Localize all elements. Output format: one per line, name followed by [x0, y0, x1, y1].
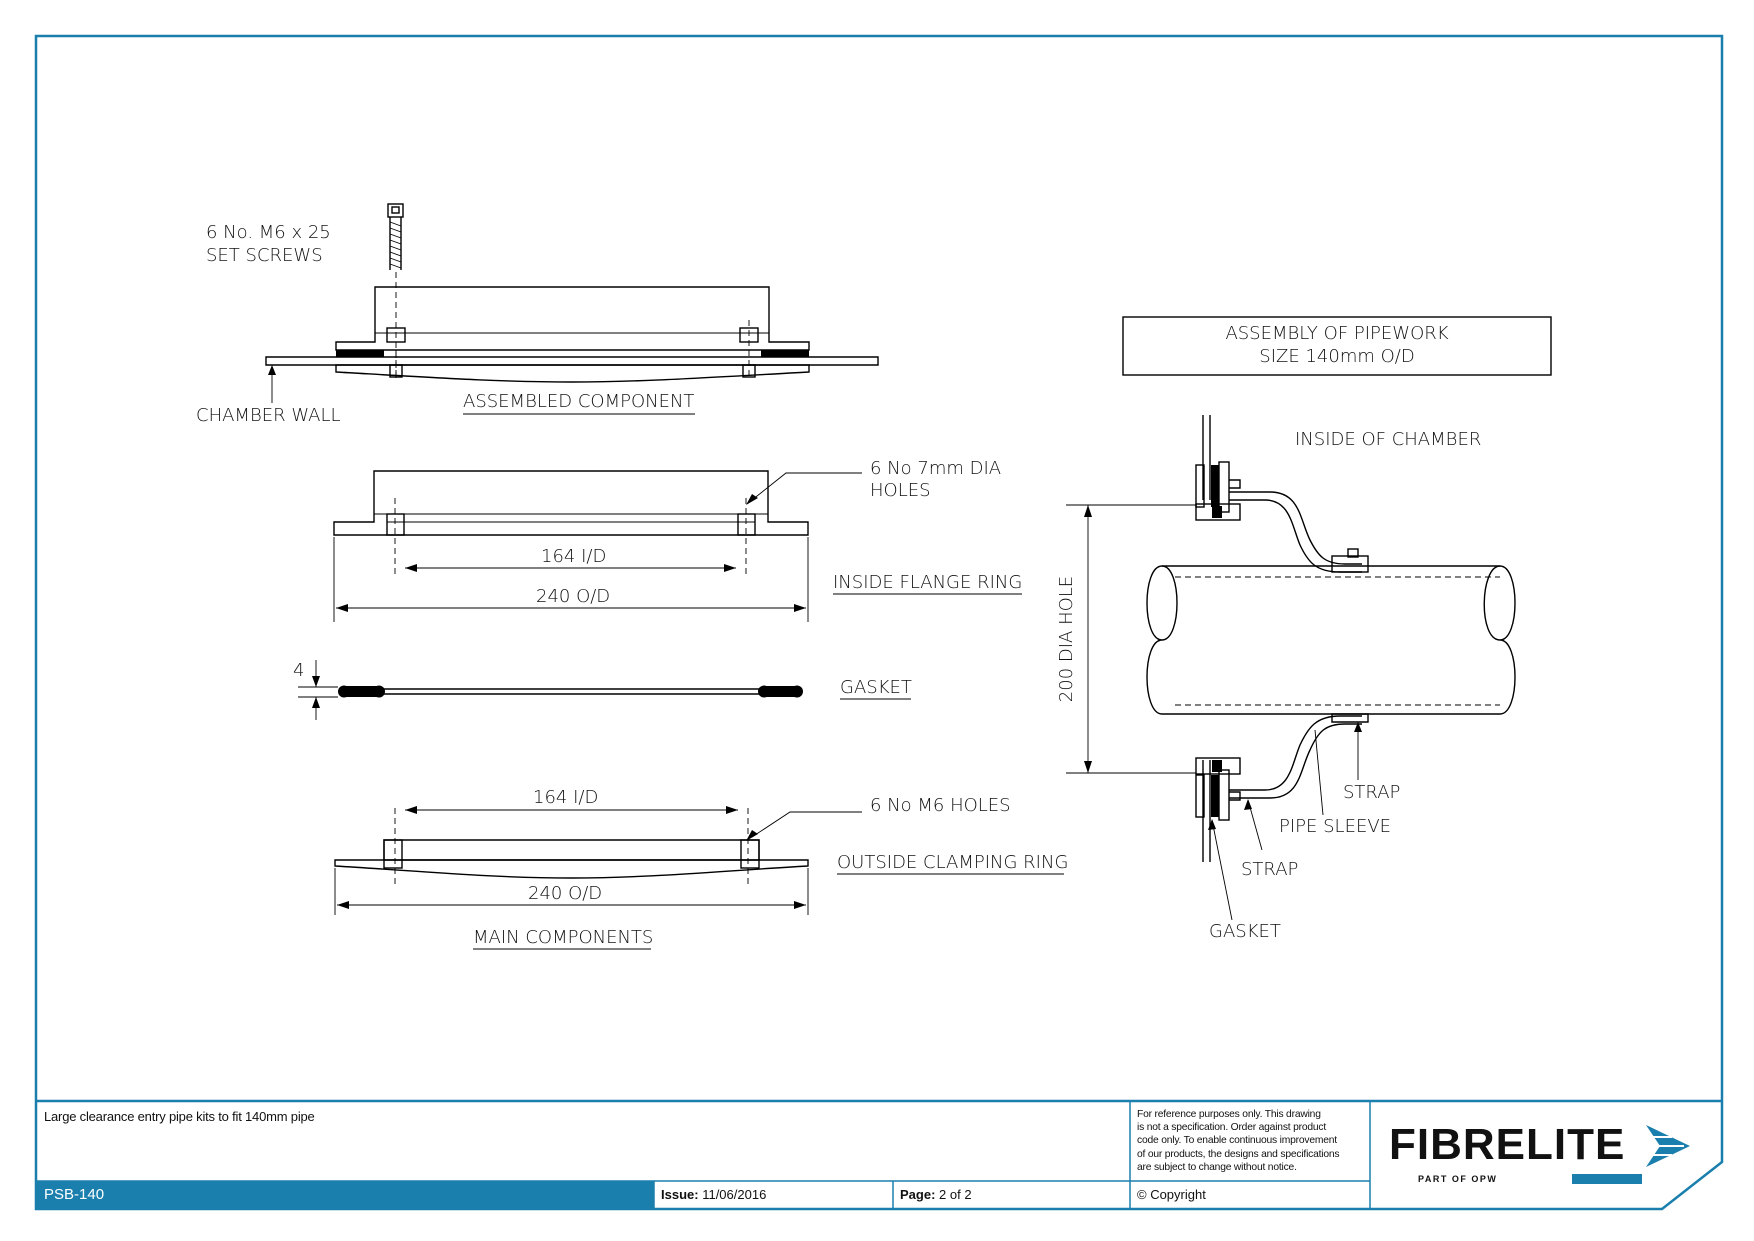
- assembly-title-box: [1122, 316, 1552, 376]
- inside-flange-ring-label: INSIDE FLANGE RING: [833, 572, 1022, 593]
- dimension-164-bottom: [405, 806, 738, 814]
- holes-7mm-arrow: [746, 494, 758, 505]
- holes-7mm-label-2: HOLES: [870, 480, 931, 501]
- holes-m6-label: 6 No M6 HOLES: [870, 795, 1011, 816]
- chamber-wall-label: CHAMBER WALL: [196, 405, 341, 426]
- assembled-component-view: [265, 203, 879, 383]
- dimension-240-top: [336, 604, 806, 612]
- dimension-240-bottom: [337, 901, 806, 909]
- assembled-component-label: ASSEMBLED COMPONENT: [463, 391, 694, 412]
- disclaimer-line: For reference purposes only. This drawin…: [1137, 1109, 1321, 1120]
- brand-tagline: PART OF OPW: [1418, 1174, 1498, 1184]
- strap-left-label: STRAP: [1241, 859, 1298, 880]
- copyright-text: © Copyright: [1137, 1187, 1206, 1202]
- main-components-label: MAIN COMPONENTS: [473, 927, 653, 948]
- dimension-240-bottom-label: 240 O/D: [528, 883, 602, 904]
- disclaimer-line: is not a specification. Order against pr…: [1137, 1122, 1327, 1134]
- gasket-assembly-label: GASKET: [1209, 921, 1281, 942]
- issue-field: Issue: 11/06/2016: [661, 1187, 766, 1202]
- set-screws-label-2: SET SCREWS: [206, 245, 323, 266]
- assembly-title-line-2: SIZE 140mm O/D: [1259, 346, 1414, 367]
- issue-label: Issue:: [661, 1187, 699, 1202]
- disclaimer-line: are subject to change without notice.: [1137, 1161, 1297, 1173]
- page-label: Page:: [900, 1187, 936, 1202]
- dia-hole-label: 200 DIA HOLE: [1056, 576, 1077, 702]
- assembly-title-line-1: ASSEMBLY OF PIPEWORK: [1225, 323, 1448, 344]
- disclaimer-text: For reference purposes only. This drawin…: [1137, 1108, 1367, 1174]
- holes-7mm-label-1: 6 No 7mm DIA: [870, 458, 1001, 479]
- drawing-frame: [34, 34, 1724, 1211]
- dimension-240-top-label: 240 O/D: [536, 586, 610, 607]
- gasket-view: [298, 660, 803, 720]
- pipework-assembly-view: [1066, 415, 1516, 921]
- gasket-label: GASKET: [840, 677, 912, 698]
- set-screws-label-1: 6 No. M6 x 25: [206, 222, 331, 243]
- chamber-wall-arrow: [268, 365, 276, 375]
- drawing-description: Large clearance entry pipe kits to fit 1…: [44, 1109, 315, 1124]
- gasket-thickness-label: 4: [293, 660, 304, 681]
- holes-m6-leader: [751, 811, 862, 838]
- outside-clamping-ring-label: OUTSIDE CLAMPING RING: [837, 852, 1068, 873]
- issue-value: 11/06/2016: [702, 1187, 767, 1202]
- page-value: 2 of 2: [939, 1187, 972, 1202]
- brand-logo-text: FIBRELITE: [1389, 1120, 1626, 1169]
- pipe-sleeve-label: PIPE SLEEVE: [1279, 816, 1391, 837]
- product-code: PSB-140: [44, 1186, 105, 1203]
- outside-clamping-ring-view: [334, 808, 809, 915]
- inside-of-chamber-label: INSIDE OF CHAMBER: [1295, 429, 1481, 450]
- disclaimer-line: of our products, the designs and specifi…: [1137, 1148, 1340, 1160]
- chevron-arrow-icon: [1572, 1125, 1690, 1184]
- page-field: Page: 2 of 2: [900, 1187, 972, 1202]
- product-code-bar: [37, 1181, 654, 1208]
- strap-right-label: STRAP: [1343, 782, 1400, 803]
- holes-7mm-leader: [751, 472, 862, 501]
- dimension-164-top: [405, 564, 736, 572]
- holes-m6-arrow: [746, 830, 758, 841]
- inside-flange-ring-view: [333, 470, 809, 622]
- dimension-164-top-label: 164 I/D: [541, 546, 606, 567]
- dimension-164-bottom-label: 164 I/D: [533, 787, 598, 808]
- disclaimer-line: code only. To enable continuous improvem…: [1137, 1135, 1337, 1147]
